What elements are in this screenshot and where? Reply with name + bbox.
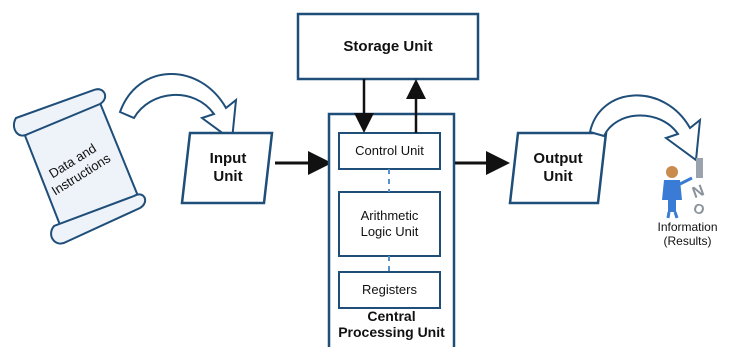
storage-unit-label: Storage Unit [343,37,433,55]
input-unit-shape [180,131,274,205]
registers-shape [338,271,441,309]
curved-arrow-to-input [118,73,238,142]
svg-text:O: O [691,199,707,218]
svg-text:N: N [690,182,707,202]
output-unit-shape [508,131,608,205]
information-label: Information (Results) [657,219,718,248]
output-unit-label: Output Unit [533,150,583,185]
input-unit-label: Input Unit [209,150,247,185]
control-unit-label: Control Unit [355,143,424,159]
cpu-label: Central Processing Unit [338,308,445,341]
registers-label: Registers [362,282,417,298]
person-pointing-icon [662,166,693,219]
data-instructions-scroll [12,88,147,245]
curved-arrow-to-information [588,94,702,162]
storage-unit-shape [296,12,480,81]
alu-label: Arithmetic Logic Unit [360,208,419,239]
info-letters-icon: N O [690,158,707,218]
